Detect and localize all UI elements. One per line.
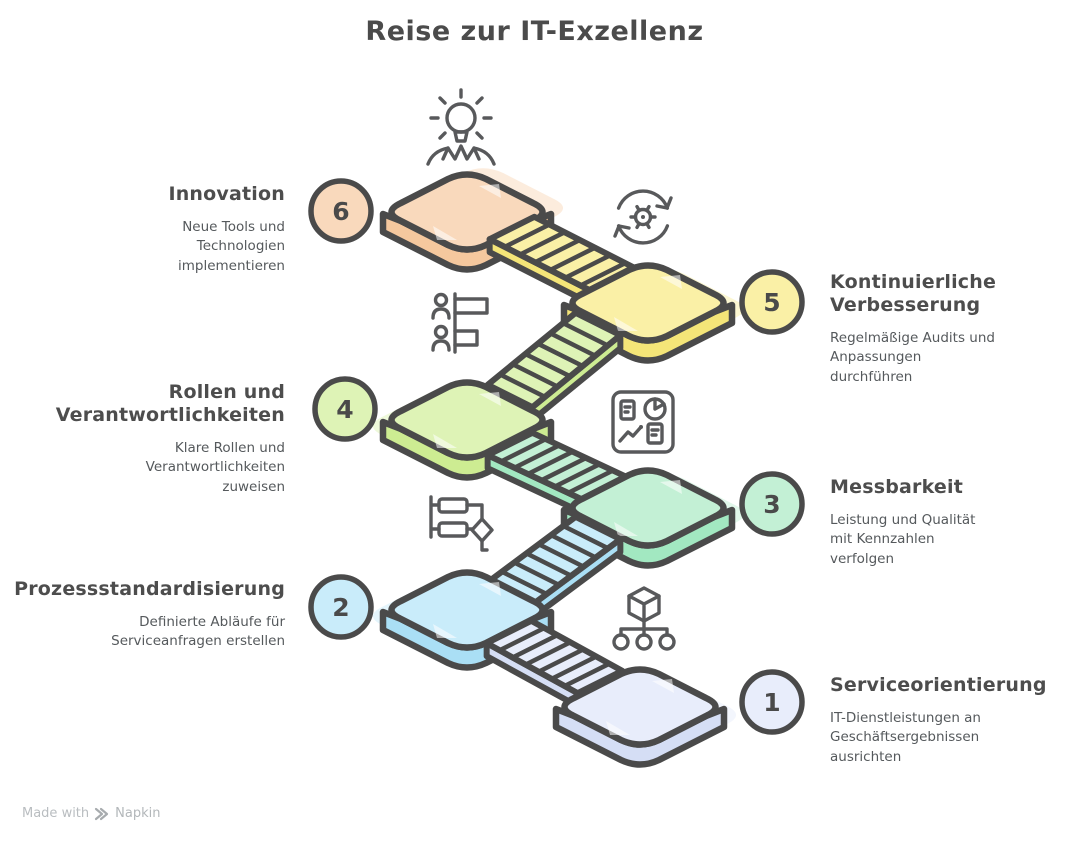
napkin-brand-label: Napkin — [115, 806, 161, 821]
badge-4-circle — [312, 376, 378, 442]
step-3-title: Messbarkeit — [830, 476, 964, 498]
step-badge-5: 5 — [739, 269, 805, 335]
step-badge-2: 2 — [308, 574, 374, 640]
badge-2-number: 2 — [332, 593, 349, 622]
step-3-text-block: Messbarkeit Leistung und Qualität mit Ke… — [830, 476, 1040, 569]
step-6-text-block: Innovation Neue Tools und Technologien i… — [55, 183, 285, 276]
step-badge-6: 6 — [308, 178, 374, 244]
badge-6-number: 6 — [332, 197, 349, 226]
badge-5-circle — [739, 269, 805, 335]
step-badge-3: 3 — [739, 471, 805, 537]
step-1-description: IT-Dienstleistungen an Geschäftsergebnis… — [830, 709, 981, 765]
cube-hierarchy-icon — [612, 586, 676, 651]
badge-6-circle — [308, 178, 374, 244]
idea-lightbulb-hands-icon — [426, 88, 496, 166]
step-2-text-block: Prozessstandardisierung Definierte Abläu… — [0, 578, 285, 652]
made-with-label: Made with — [22, 806, 90, 821]
step-5-description: Regelmäßige Audits und Anpassungen durch… — [830, 329, 995, 385]
step-badge-4: 4 — [312, 376, 378, 442]
step-5-text-block: Kontinuierliche Verbesserung Regelmäßige… — [830, 271, 1040, 387]
badge-5-number: 5 — [763, 288, 780, 317]
step-2-title: Prozessstandardisierung — [14, 578, 285, 600]
flowchart-icon — [429, 495, 494, 552]
badge-2-circle — [308, 574, 374, 640]
badge-3-circle — [739, 471, 805, 537]
step-1-text-block: Serviceorientierung IT-Dienstleistungen … — [830, 674, 1065, 767]
badge-3-number: 3 — [763, 490, 780, 519]
made-with-napkin-badge[interactable]: Made with Napkin — [22, 806, 160, 821]
badge-1-number: 1 — [763, 688, 780, 717]
badge-4-number: 4 — [336, 395, 353, 424]
step-6-title: Innovation — [168, 183, 285, 205]
dashboard-icon — [611, 390, 675, 454]
step-2-description: Definierte Abläufe für Serviceanfragen e… — [111, 613, 285, 650]
stairs-2-to-1 — [483, 617, 626, 710]
napkin-logo-icon — [95, 807, 109, 820]
step-5-title: Kontinuierliche Verbesserung — [830, 271, 997, 316]
step-3-description: Leistung und Qualität mit Kennzahlen ver… — [830, 511, 976, 567]
step-4-text-block: Rollen und Verantwortlichkeiten Klare Ro… — [40, 381, 285, 497]
roles-people-icon — [431, 292, 489, 354]
step-1-title: Serviceorientierung — [830, 674, 1047, 696]
badge-1-circle — [739, 669, 805, 735]
step-4-title: Rollen und Verantwortlichkeiten — [55, 381, 285, 426]
step-badge-1: 1 — [739, 669, 805, 735]
improvement-cycle-icon — [613, 189, 673, 245]
step-6-description: Neue Tools und Technologien implementier… — [177, 218, 285, 274]
step-4-description: Klare Rollen und Verantwortlichkeiten zu… — [145, 439, 285, 495]
page-title: Reise zur IT-Exzellenz — [365, 16, 704, 47]
